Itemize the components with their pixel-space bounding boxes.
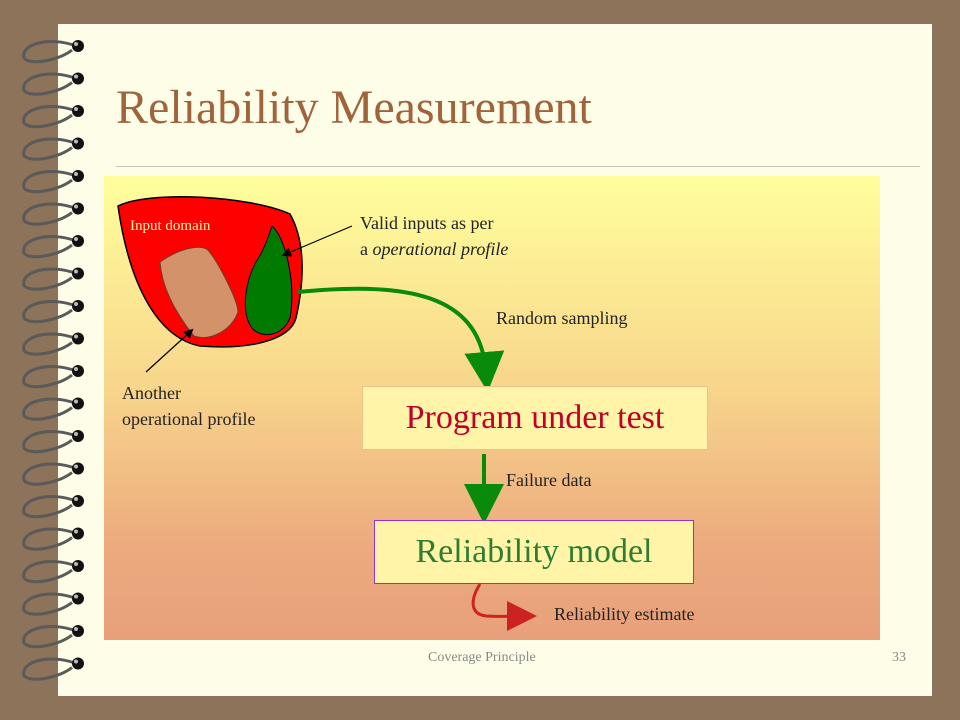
spiral-ring: [22, 560, 77, 584]
spiral-ring: [22, 397, 77, 421]
valid-inputs-line2: a operational profile: [360, 239, 509, 259]
another-line2: operational profile: [122, 409, 256, 429]
input-domain-label: Input domain: [130, 218, 211, 234]
spiral-hole-shine: [74, 237, 78, 241]
spiral-hole-shine: [74, 334, 78, 339]
spiral-hole-shine: [74, 302, 78, 306]
random-sampling-label: Random sampling: [496, 308, 628, 328]
spiral-hole-shine: [74, 562, 78, 566]
other-profile-shape: [159, 246, 239, 338]
valid-inputs-label: Valid inputs as per a operational profil…: [360, 210, 508, 262]
spiral-ring: [22, 105, 77, 129]
spiral-hole-shine: [74, 367, 78, 371]
spiral-ring: [22, 72, 77, 96]
valid-inputs-pointer: [281, 225, 353, 257]
spiral-binding: [22, 40, 84, 681]
spiral-hole-shine: [74, 269, 78, 274]
spiral-ring: [22, 592, 77, 616]
spiral-hole-shine: [74, 42, 78, 46]
spiral-hole-shine: [74, 627, 78, 631]
another-line1: Another: [122, 383, 181, 403]
random-sampling-arrow: [297, 286, 505, 392]
spiral-ring: [22, 170, 77, 194]
spiral-ring: [22, 430, 77, 454]
spiral-hole-shine: [74, 432, 78, 436]
spiral-hole-shine: [74, 74, 78, 79]
spiral-hole-shine: [74, 594, 78, 599]
spiral-ring: [22, 40, 77, 64]
slide-title: Reliability Measurement: [116, 81, 592, 134]
spiral-hole-shine: [74, 659, 78, 664]
reliability-estimate-arrow: [471, 583, 537, 632]
spiral-ring: [22, 235, 77, 259]
spiral-hole-shine: [74, 139, 78, 144]
failure-data-label: Failure data: [506, 470, 592, 490]
spiral-hole-shine: [74, 529, 78, 534]
valid-profile-shape: [244, 225, 293, 336]
spiral-ring: [22, 267, 77, 291]
spiral-ring: [22, 137, 77, 161]
spiral-hole-shine: [74, 204, 78, 209]
another-profile-pointer: [145, 328, 194, 373]
reliability-model-label: Reliability model: [415, 533, 653, 570]
title-divider: [116, 166, 920, 167]
spiral-hole-shine: [74, 497, 78, 501]
spiral-ring: [22, 300, 77, 324]
spiral-ring: [22, 365, 77, 389]
program-under-test-box: Program under test: [362, 386, 708, 450]
spiral-hole-shine: [74, 399, 78, 404]
footer-title: Coverage Principle: [428, 650, 536, 665]
reliability-model-box: Reliability model: [374, 520, 694, 584]
spiral-ring: [22, 202, 77, 226]
reliability-estimate-label: Reliability estimate: [554, 604, 695, 624]
spiral-ring: [22, 527, 77, 551]
spiral-ring: [22, 495, 77, 519]
program-under-test-label: Program under test: [405, 399, 665, 436]
spiral-hole-shine: [74, 107, 78, 111]
valid-inputs-line1: Valid inputs as per: [360, 213, 494, 233]
spiral-ring: [22, 657, 77, 681]
spiral-hole-shine: [74, 172, 78, 176]
spiral-ring: [22, 332, 77, 356]
page-number: 33: [892, 650, 906, 665]
spiral-hole-shine: [74, 464, 78, 469]
spiral-ring: [22, 625, 77, 649]
spiral-ring: [22, 462, 77, 486]
another-profile-label: Another operational profile: [122, 380, 255, 432]
